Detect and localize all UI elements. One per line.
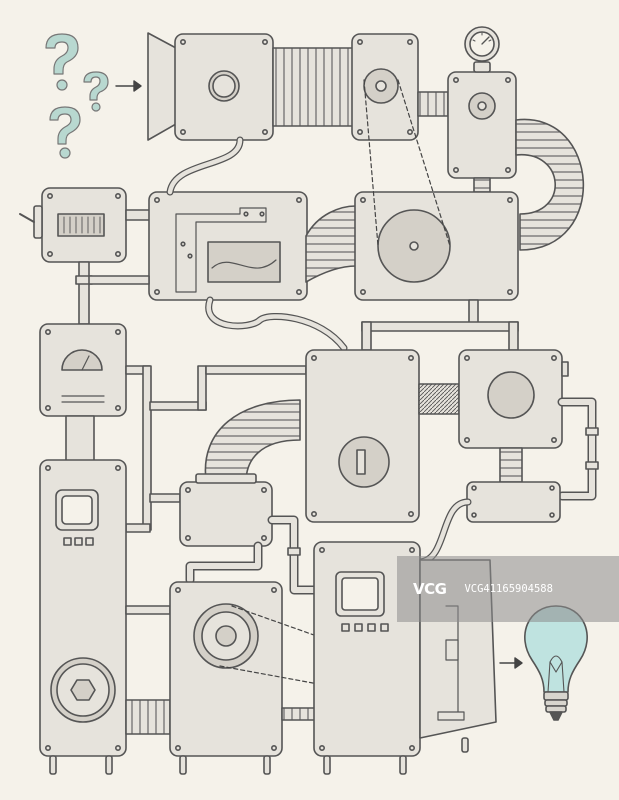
light-bulb-icon (524, 605, 588, 721)
pressure-gauge-icon (464, 26, 500, 62)
right-flex-tube (515, 118, 585, 251)
watermark-id: VCG41165904588 (464, 583, 553, 595)
right-small-box (466, 481, 561, 523)
question-mark-icon (49, 106, 81, 159)
mid-left-box (179, 481, 273, 547)
gauge-box (447, 71, 517, 179)
top-bellows (272, 47, 354, 127)
arrow-right-icon (499, 657, 523, 669)
watermark: VCG VCG41165904588 (397, 556, 619, 622)
question-mark-icon (45, 33, 79, 91)
intake-funnel (147, 32, 177, 141)
central-box (305, 349, 420, 523)
watermark-logo: VCG (413, 580, 447, 598)
question-mark-icon (83, 71, 109, 112)
arrow-right-icon (115, 80, 142, 92)
